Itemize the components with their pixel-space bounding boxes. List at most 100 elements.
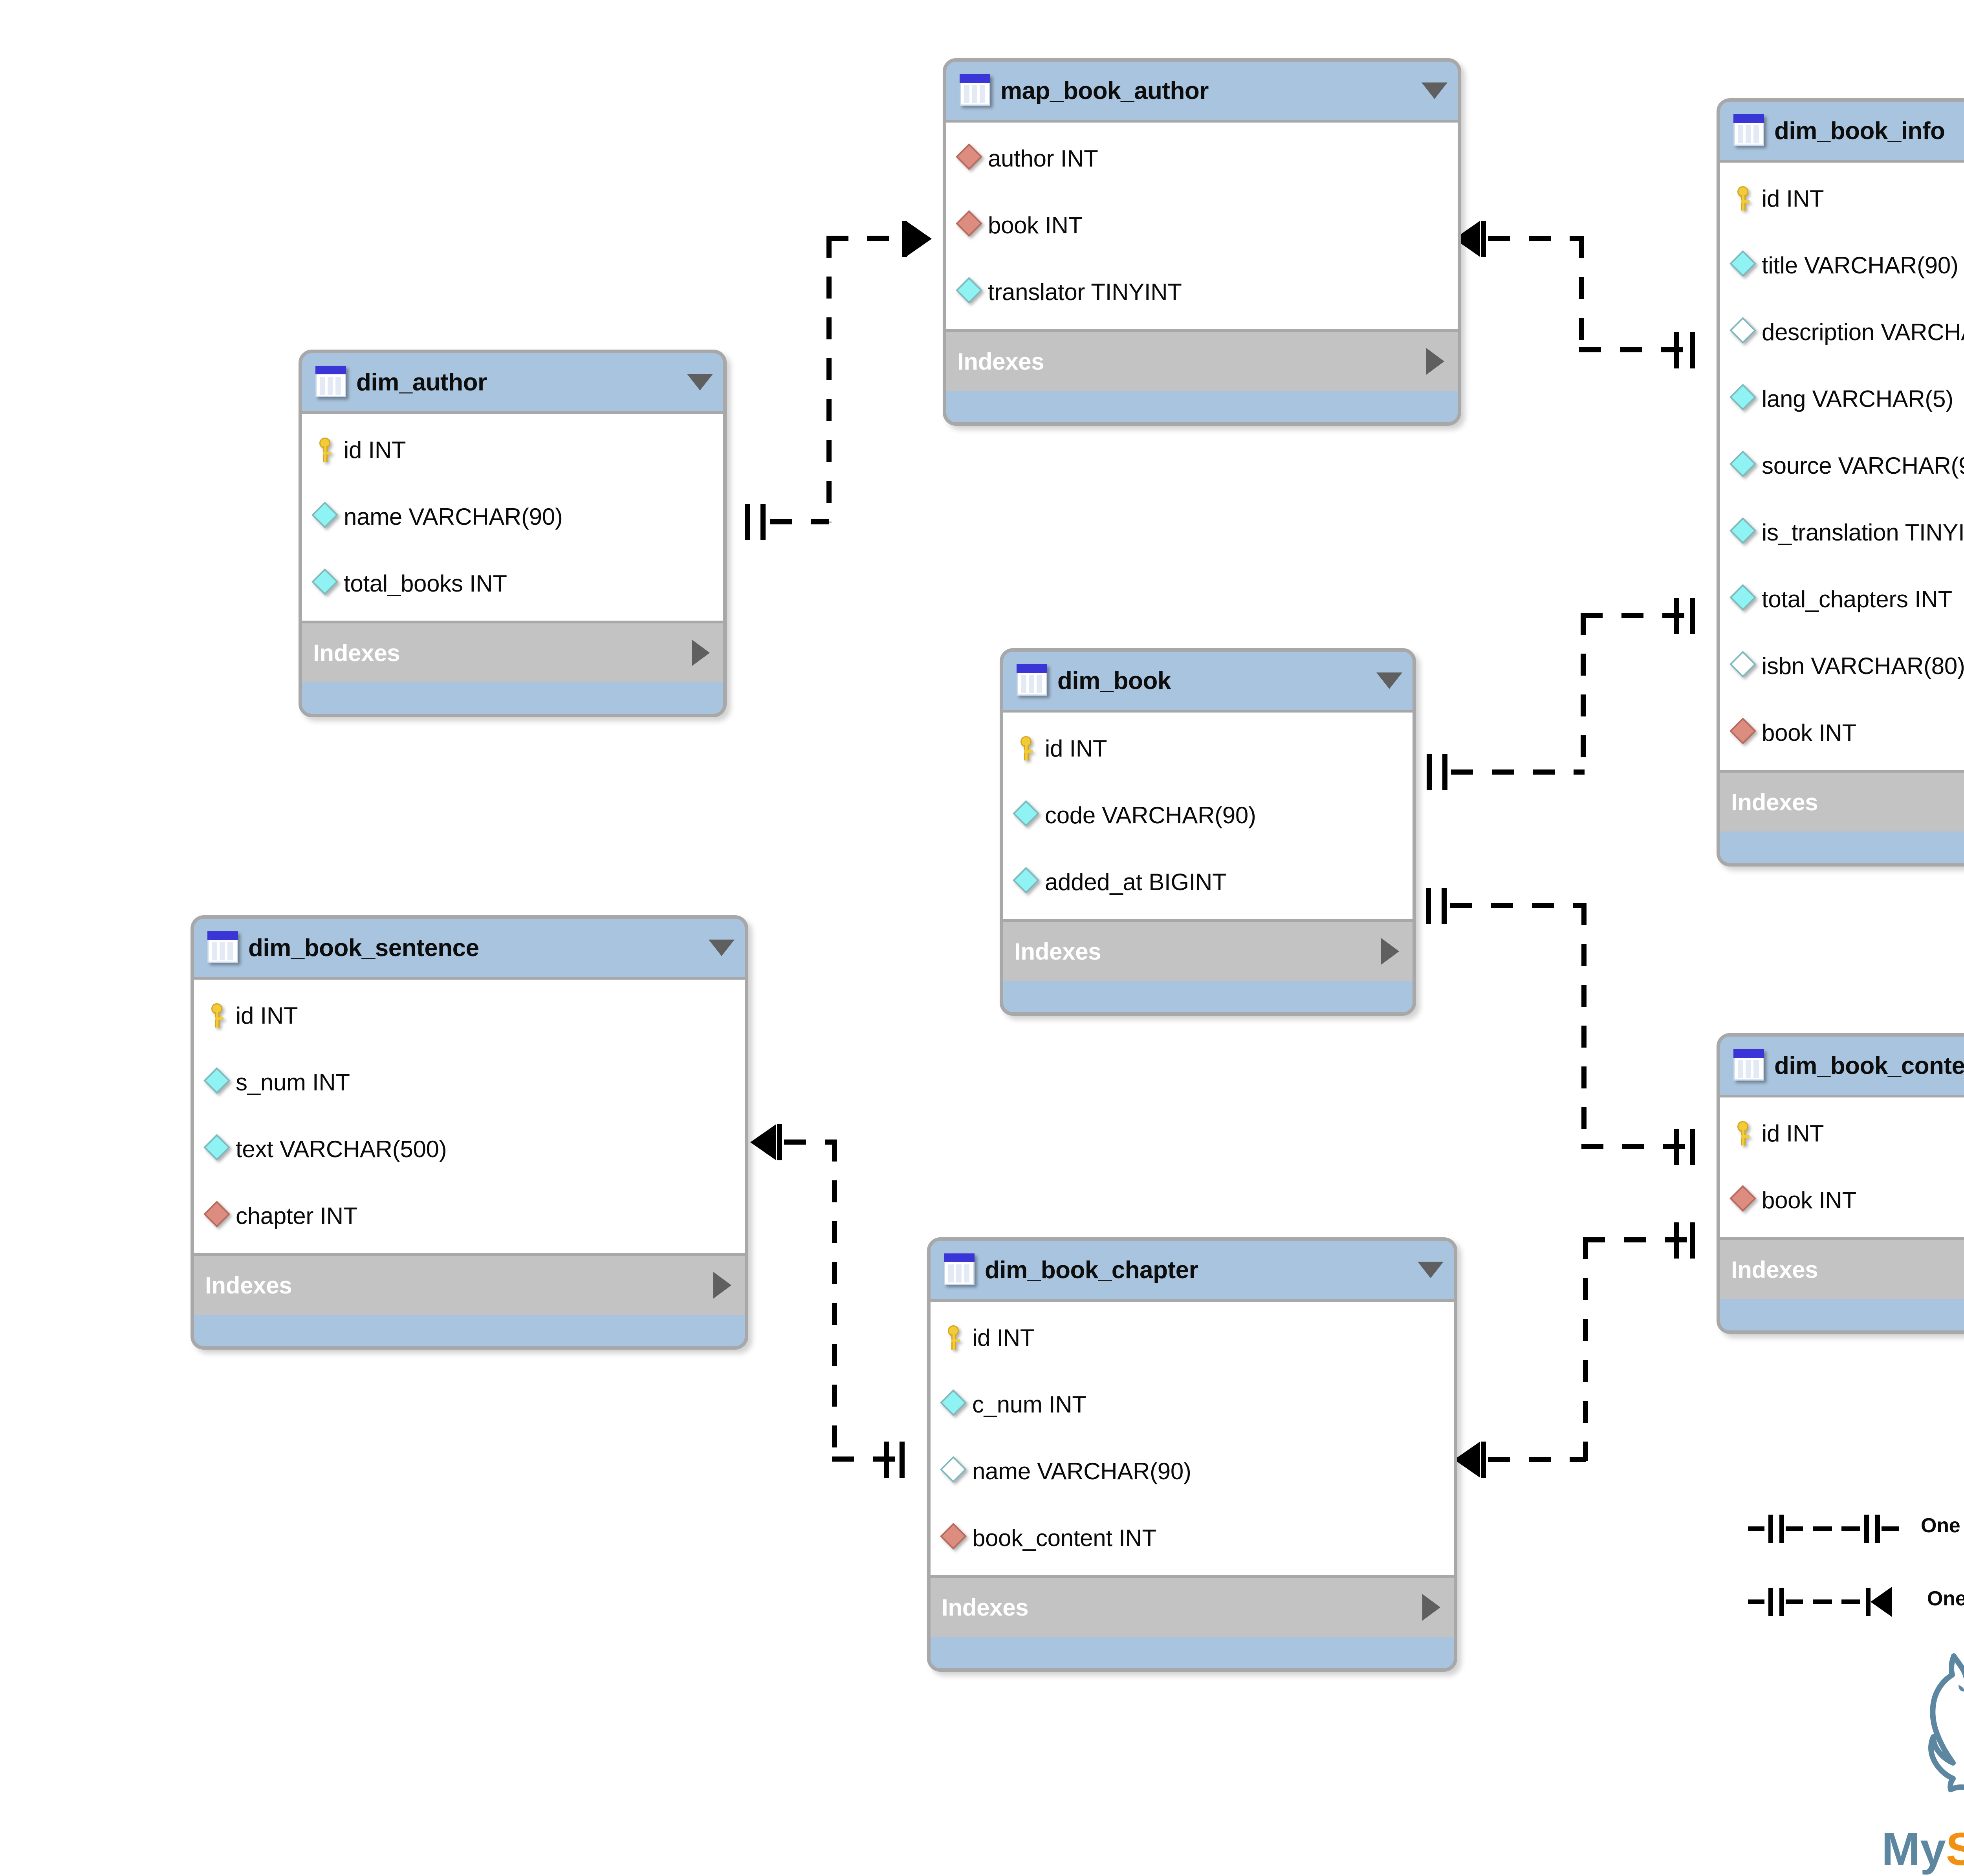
column-label: name VARCHAR(90) [972, 1458, 1191, 1484]
fk-diamond-icon [203, 1201, 230, 1229]
primary-key-icon [312, 437, 338, 463]
table-header[interactable]: dim_book_info [1720, 102, 1964, 160]
primary-key-icon [1730, 1120, 1756, 1146]
table-row[interactable]: book INT [1720, 1167, 1964, 1233]
table-row[interactable]: id INT [194, 982, 745, 1049]
column-label: book INT [988, 212, 1083, 238]
column-label: total_books INT [344, 570, 507, 597]
table-row[interactable]: total_books INT [302, 550, 723, 617]
table-row[interactable]: book INT [946, 192, 1458, 258]
mysql-wordmark-my: My [1882, 1823, 1946, 1875]
chevron-right-icon[interactable] [1381, 938, 1399, 965]
mysql-dolphin-icon [1928, 1653, 1964, 1792]
table-dim-book-content[interactable]: dim_book_content id INT book INT Indexes [1717, 1033, 1964, 1334]
chevron-right-icon[interactable] [713, 1272, 731, 1299]
column-label: code VARCHAR(90) [1045, 802, 1256, 828]
table-header[interactable]: dim_book_sentence [194, 919, 745, 977]
table-row[interactable]: text VARCHAR(500) [194, 1116, 745, 1182]
column-label: lang VARCHAR(5) [1762, 385, 1953, 412]
indexes-label: Indexes [313, 639, 400, 666]
table-name: dim_book [1057, 667, 1171, 694]
table-header[interactable]: dim_book [1003, 652, 1413, 710]
chevron-right-icon[interactable] [692, 639, 710, 666]
nullable-diamond-icon [1729, 317, 1756, 345]
table-footer [931, 1637, 1454, 1668]
table-header[interactable]: dim_book_content [1720, 1037, 1964, 1095]
chevron-right-icon[interactable] [1422, 1594, 1440, 1621]
table-row[interactable]: added_at BIGINT [1003, 848, 1413, 915]
table-row[interactable]: id INT [1003, 715, 1413, 782]
table-row[interactable]: id INT [302, 416, 723, 483]
column-label: book_content INT [972, 1524, 1156, 1551]
column-label: added_at BIGINT [1045, 868, 1227, 895]
table-dim-book[interactable]: dim_book id INT code VARCHAR(90) added_a… [1000, 648, 1416, 1016]
notnull-diamond-icon [1729, 250, 1756, 278]
table-row[interactable]: source VARCHAR(90) [1720, 432, 1964, 499]
table-row[interactable]: id INT [1720, 165, 1964, 232]
notnull-diamond-icon [203, 1067, 230, 1095]
indexes-bar[interactable]: Indexes [302, 623, 723, 682]
column-label: id INT [1762, 1120, 1824, 1147]
chevron-right-icon[interactable] [1426, 348, 1444, 375]
table-row[interactable]: id INT [931, 1304, 1454, 1371]
table-row[interactable]: description VARCHAR(200) [1720, 299, 1964, 365]
indexes-bar[interactable]: Indexes [946, 332, 1458, 391]
table-row[interactable]: is_translation TINYINT [1720, 499, 1964, 566]
indexes-bar[interactable]: Indexes [194, 1256, 745, 1315]
table-row[interactable]: author INT [946, 125, 1458, 192]
table-row[interactable]: name VARCHAR(90) [931, 1438, 1454, 1504]
notnull-diamond-icon [1729, 451, 1756, 478]
chevron-down-icon[interactable] [1376, 672, 1402, 689]
fk-diamond-icon [1729, 1185, 1756, 1213]
table-footer [194, 1315, 745, 1346]
table-name: dim_author [356, 368, 487, 396]
column-list: id INT c_num INT name VARCHAR(90) book_c… [931, 1299, 1454, 1578]
chevron-down-icon[interactable] [687, 374, 713, 390]
table-row[interactable]: name VARCHAR(90) [302, 483, 723, 550]
indexes-label: Indexes [1014, 938, 1101, 965]
chevron-down-icon[interactable] [709, 940, 735, 956]
primary-key-icon [941, 1325, 967, 1350]
indexes-label: Indexes [1731, 789, 1818, 815]
table-dim-book-info[interactable]: dim_book_info id INT title VARCHAR(90) d… [1717, 98, 1964, 867]
table-dim-author[interactable]: dim_author id INT name VARCHAR(90) total… [299, 350, 727, 717]
table-header[interactable]: map_book_author [946, 62, 1458, 120]
table-row[interactable]: total_chapters INT [1720, 566, 1964, 632]
column-label: id INT [344, 436, 406, 463]
table-row[interactable]: c_num INT [931, 1371, 1454, 1438]
table-row[interactable]: id INT [1720, 1100, 1964, 1167]
table-header[interactable]: dim_author [302, 353, 723, 411]
table-row[interactable]: book INT [1720, 699, 1964, 766]
indexes-bar[interactable]: Indexes [931, 1578, 1454, 1637]
column-label: s_num INT [236, 1069, 350, 1096]
table-row[interactable]: title VARCHAR(90) [1720, 232, 1964, 299]
chevron-down-icon[interactable] [1418, 1262, 1444, 1278]
table-icon [205, 930, 241, 966]
indexes-bar[interactable]: Indexes [1003, 922, 1413, 981]
notnull-diamond-icon [940, 1389, 967, 1417]
column-list: id INT title VARCHAR(90) description VAR… [1720, 160, 1964, 773]
table-name: map_book_author [1000, 77, 1209, 104]
table-row[interactable]: translator TINYINT [946, 258, 1458, 325]
indexes-bar[interactable]: Indexes [1720, 1240, 1964, 1299]
column-label: isbn VARCHAR(80) [1762, 652, 1964, 679]
chevron-down-icon[interactable] [1422, 82, 1447, 99]
column-list: id INT name VARCHAR(90) total_books INT [302, 411, 723, 623]
table-row[interactable]: isbn VARCHAR(80) [1720, 632, 1964, 699]
mysql-logo: MySQL® [1882, 1642, 1964, 1876]
table-dim-book-chapter[interactable]: dim_book_chapter id INT c_num INT name V… [927, 1237, 1457, 1672]
table-row[interactable]: code VARCHAR(90) [1003, 782, 1413, 848]
table-dim-book-sentence[interactable]: dim_book_sentence id INT s_num INT text … [191, 915, 748, 1350]
table-map-book-author[interactable]: map_book_author author INT book INT tran… [943, 58, 1461, 426]
table-row[interactable]: chapter INT [194, 1182, 745, 1249]
table-row[interactable]: book_content INT [931, 1504, 1454, 1571]
indexes-bar[interactable]: Indexes [1720, 773, 1964, 832]
notnull-diamond-icon [311, 568, 338, 596]
table-name: dim_book_chapter [985, 1256, 1198, 1284]
table-row[interactable]: lang VARCHAR(5) [1720, 365, 1964, 432]
column-list: author INT book INT translator TINYINT [946, 120, 1458, 332]
table-row[interactable]: s_num INT [194, 1049, 745, 1116]
column-label: id INT [236, 1002, 298, 1029]
table-header[interactable]: dim_book_chapter [931, 1241, 1454, 1299]
